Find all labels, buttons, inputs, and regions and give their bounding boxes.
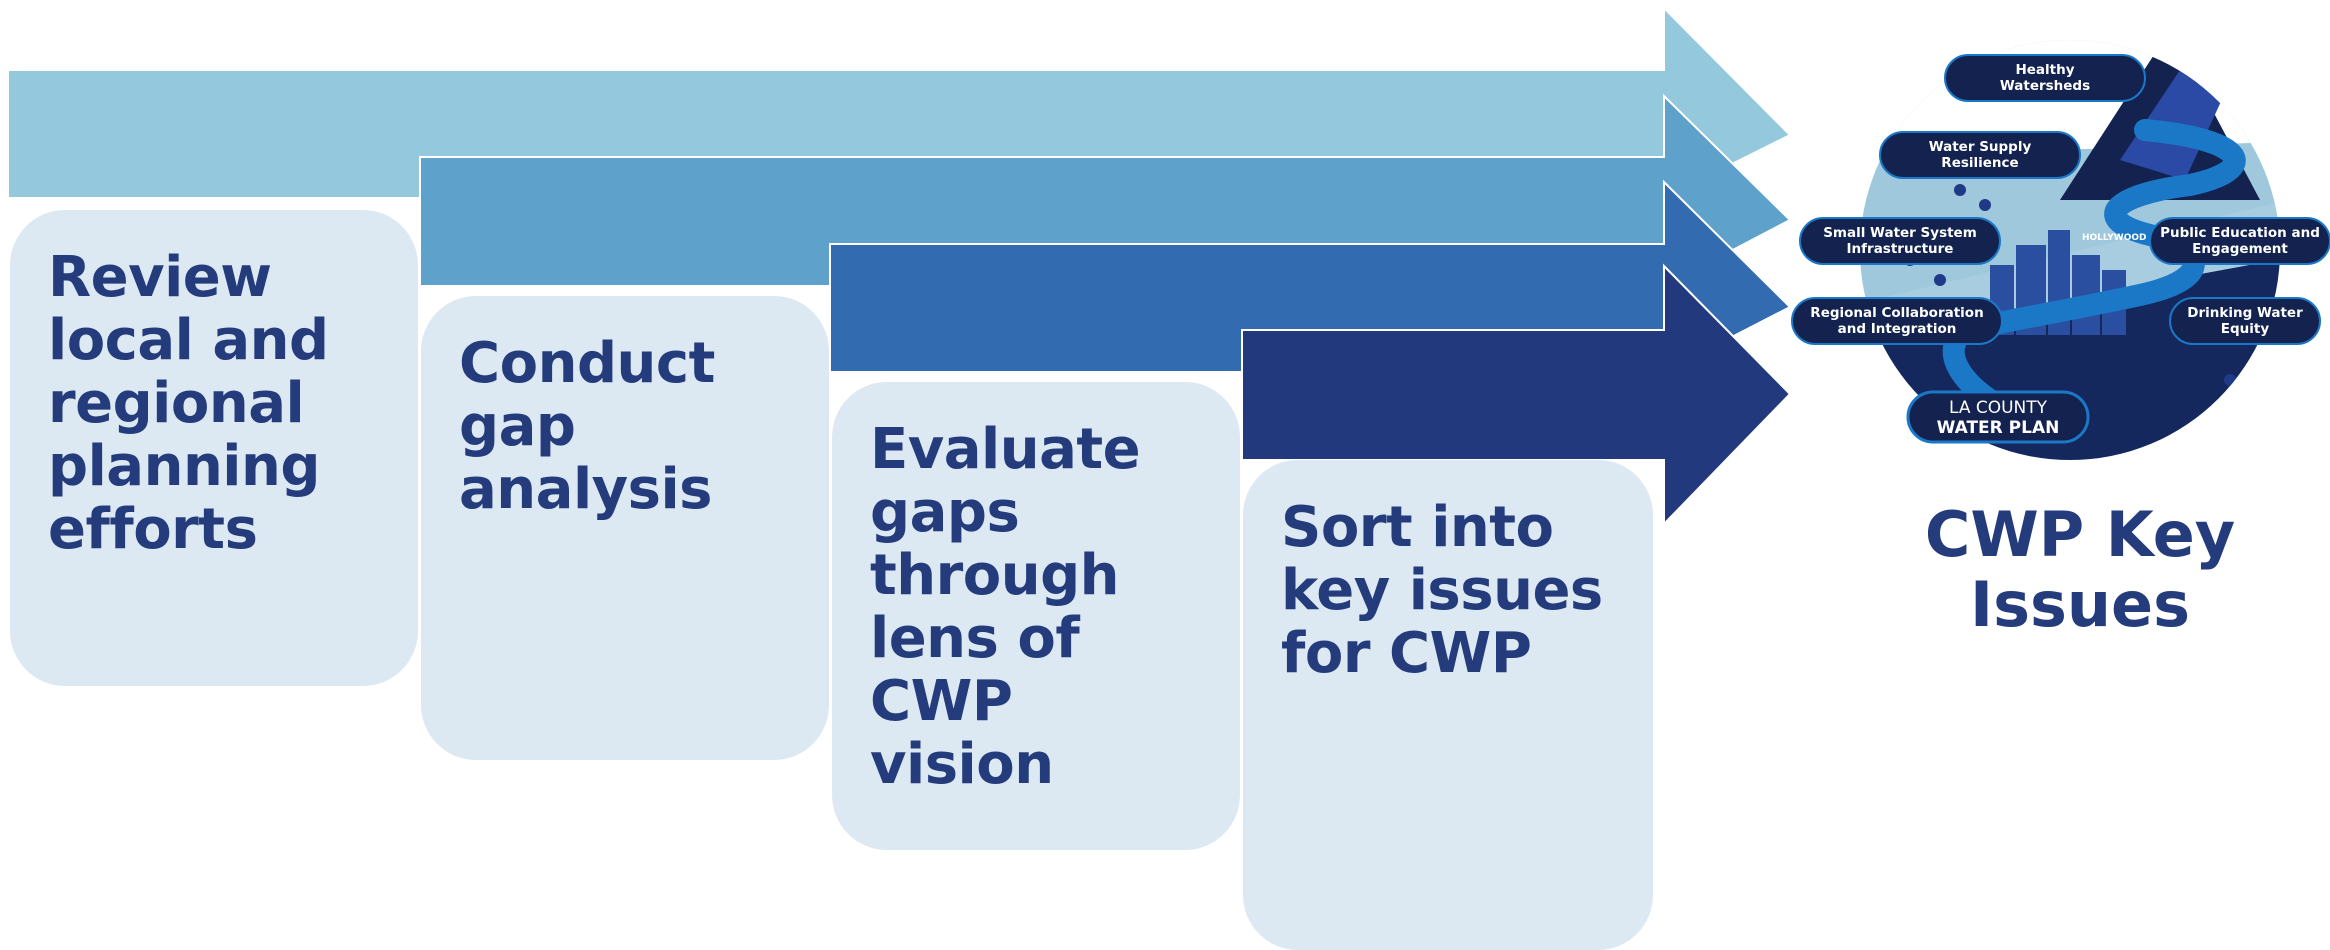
la-county-water-plan-logo: LA COUNTY WATER PLAN (1906, 390, 2090, 444)
step-box-4: Sort into key issues for CWP (1243, 460, 1653, 950)
issue-2-line-1: Water Supply (1929, 139, 2032, 155)
issue-2-line-2: Resilience (1941, 155, 2018, 171)
step-box-2: Conduct gap analysis (421, 296, 829, 760)
result-title: CWP Key Issues (1924, 498, 2236, 641)
arrow-step-3 (829, 179, 1792, 373)
issue-4-line-2: Engagement (2192, 241, 2288, 257)
logo-line-1: LA COUNTY (1949, 398, 2048, 418)
issue-6-line-2: Equity (2221, 321, 2270, 337)
issue-6-line-1: Drinking Water (2187, 305, 2303, 321)
step-1-label: Review local and regional planning effor… (48, 245, 329, 562)
issue-3-line-2: Infrastructure (1847, 241, 1954, 257)
arrow-step-2 (419, 93, 1792, 287)
logo-line-2: WATER PLAN (1937, 418, 2060, 438)
issue-1-line-1: Healthy (2015, 62, 2074, 78)
issue-1-line-2: Watersheds (2000, 78, 2090, 94)
issue-5-line-2: and Integration (1838, 321, 1957, 337)
step-4-label: Sort into key issues for CWP (1281, 495, 1603, 686)
step-box-3: Evaluate gaps through lens of CWP vision (832, 382, 1240, 850)
process-arrows (7, 5, 1792, 524)
issue-5-line-1: Regional Collaboration (1810, 305, 1983, 321)
issue-3-line-1: Small Water System (1823, 225, 1977, 241)
hollywood-sign: HOLLYWOOD (2082, 233, 2146, 243)
arrow-step-1 (7, 5, 1792, 199)
step-3-label: Evaluate gaps through lens of CWP vision (870, 417, 1141, 797)
step-2-label: Conduct gap analysis (459, 331, 715, 522)
step-box-1: Review local and regional planning effor… (10, 210, 418, 686)
issue-4-line-1: Public Education and (2160, 225, 2320, 241)
